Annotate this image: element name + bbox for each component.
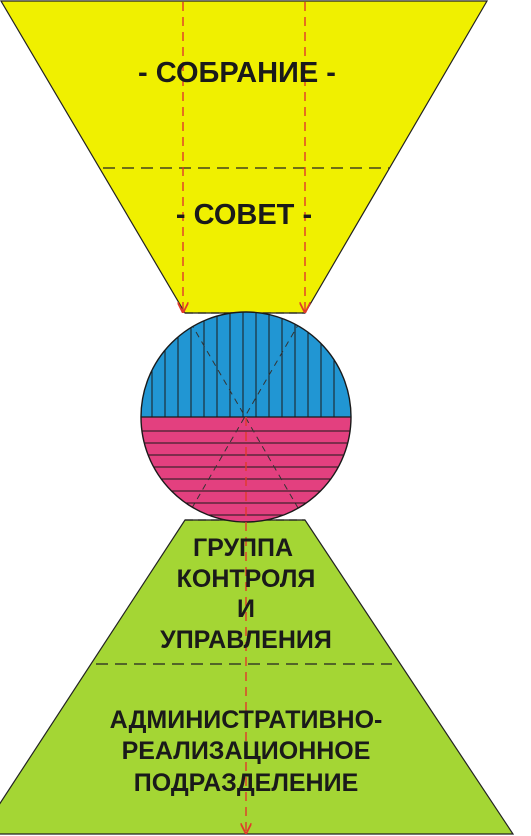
control-group-label-line-2: КОНТРОЛЯ [177,565,316,593]
upper-funnel-shape [0,0,489,314]
control-group-label-line-1: ГРУППА [193,534,293,562]
assembly-label: - СОБРАНИЕ - [138,57,336,89]
admin-division-label-line-1: АДМИНИСТРАТИВНО- [110,706,383,734]
control-group-label-line-4: УПРАВЛЕНИЯ [160,626,332,654]
admin-division-label-line-2: РЕАЛИЗАЦИОННОЕ [122,737,371,765]
council-label: - СОВЕТ - [176,199,312,231]
admin-division-label-line-3: ПОДРАЗДЕЛЕНИЕ [134,769,359,797]
circle-crossing-lines [184,312,306,521]
control-group-label-line-3: И [237,595,255,623]
circle-top-half [141,312,351,417]
